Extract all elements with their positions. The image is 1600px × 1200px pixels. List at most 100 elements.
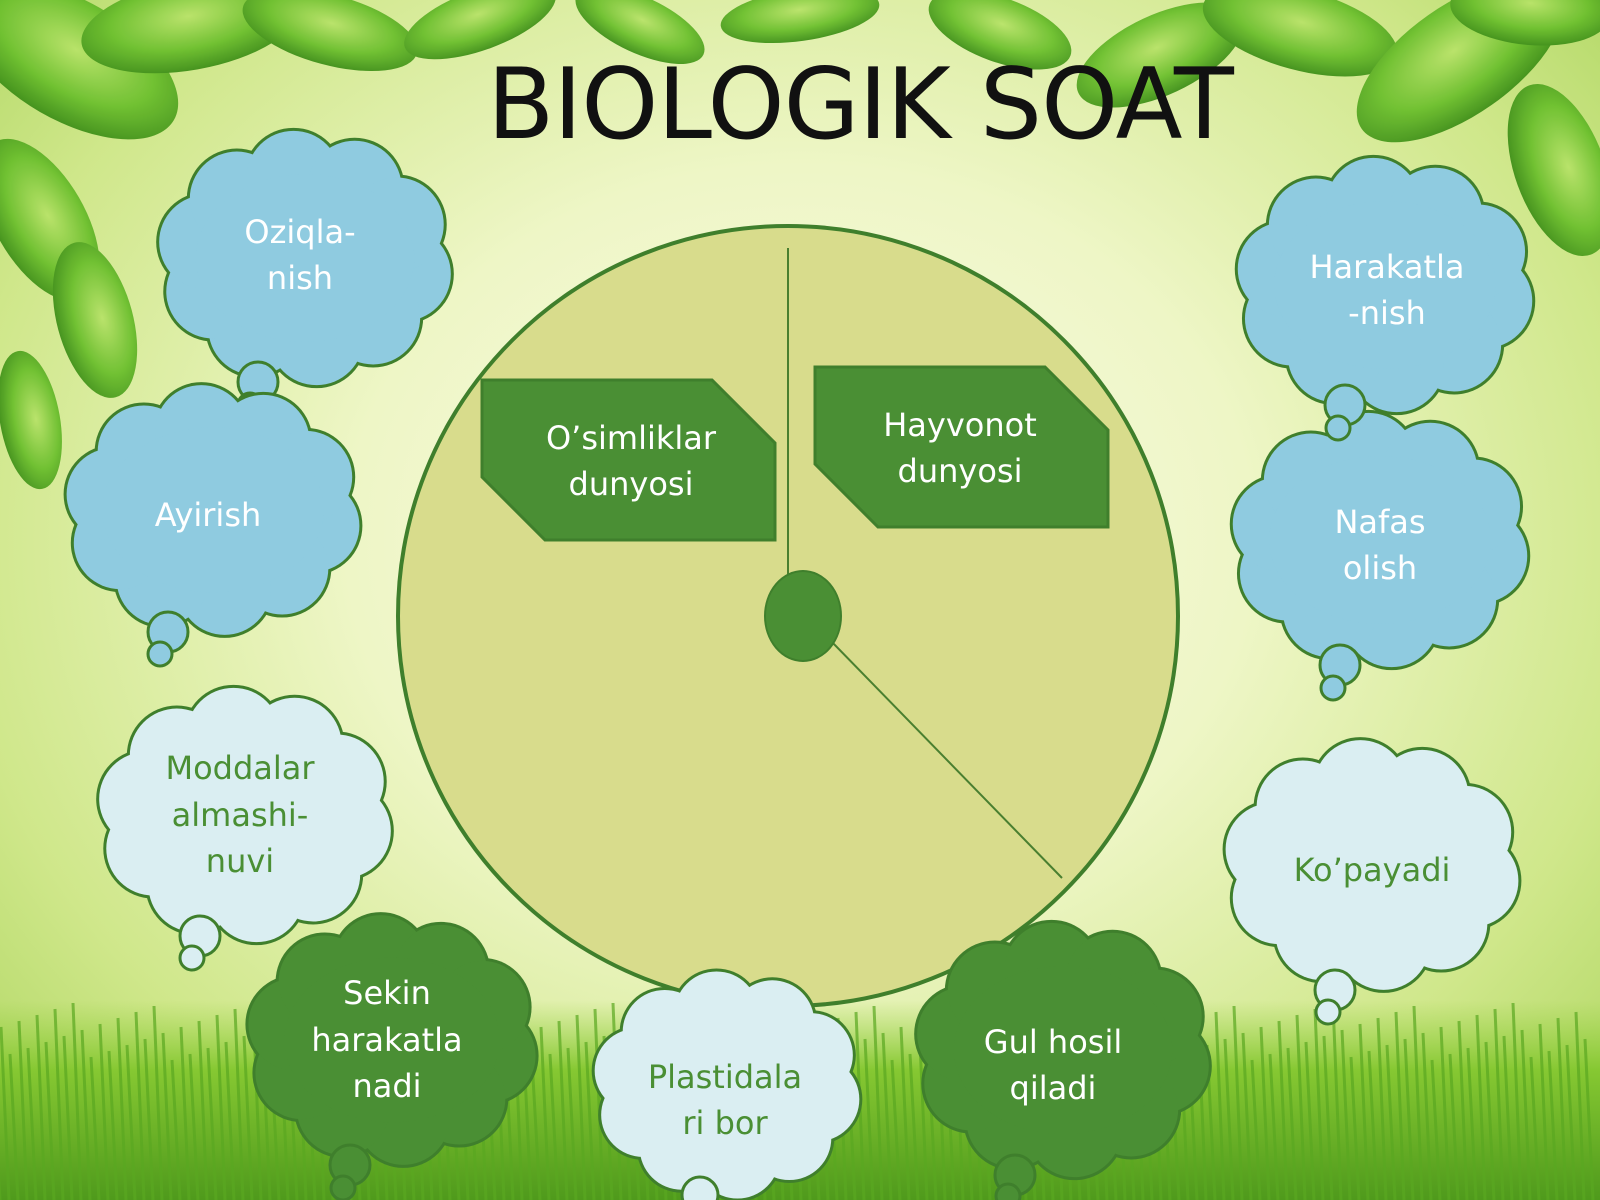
animals-sector-banner bbox=[813, 365, 1110, 529]
cloud-core bbox=[627, 1010, 827, 1160]
grass-blade bbox=[107, 1050, 119, 1200]
grass-blade bbox=[1403, 1038, 1415, 1200]
animals-sector-label: Hayvonot dunyosi bbox=[883, 405, 1037, 490]
cloud-kopayadi bbox=[1222, 737, 1522, 1026]
grass-blade bbox=[17, 1020, 29, 1200]
grass-blade bbox=[1448, 1053, 1460, 1200]
cloud-oziqlanish-label: Oziqla- nish bbox=[244, 212, 356, 297]
grass-blade bbox=[1268, 1053, 1280, 1200]
clock-hand-diagonal bbox=[829, 639, 1063, 879]
cloud-tail-bubble bbox=[680, 1175, 720, 1200]
grass-blade bbox=[881, 1032, 893, 1200]
grass-blade bbox=[1538, 1023, 1550, 1200]
cloud-tail-bubble bbox=[994, 1182, 1022, 1200]
grass-blade bbox=[134, 1011, 146, 1200]
grass-blade bbox=[1313, 1008, 1325, 1200]
grass-blade bbox=[1385, 1044, 1397, 1200]
grass-blade bbox=[116, 1017, 128, 1200]
grass-blade bbox=[1430, 1059, 1442, 1200]
plants-sector-banner bbox=[480, 378, 777, 542]
cloud-tail-bubble bbox=[1319, 674, 1347, 702]
grass-blade bbox=[890, 1059, 902, 1200]
grass-blade bbox=[188, 1053, 200, 1200]
grass-blade bbox=[1484, 1041, 1496, 1200]
grass-blade bbox=[1502, 1035, 1514, 1200]
grass-blade bbox=[170, 1059, 182, 1200]
grass-blade bbox=[1457, 1020, 1469, 1200]
grass-blade bbox=[1412, 1005, 1424, 1200]
grass-blade bbox=[1340, 1029, 1352, 1200]
grass-blade bbox=[908, 1053, 920, 1200]
cloud-core bbox=[1269, 456, 1491, 624]
grass-blade bbox=[584, 1041, 596, 1200]
grass-blade bbox=[530, 1059, 542, 1200]
grass-blade bbox=[26, 1047, 38, 1200]
cloud-harakatlanish-label: Harakatla -nish bbox=[1309, 247, 1465, 332]
cloud-gul-label: Gul hosil qiladi bbox=[983, 1022, 1123, 1107]
grass-blade bbox=[593, 1008, 605, 1200]
thought-clouds bbox=[63, 127, 1536, 1200]
grass-blade bbox=[1241, 1032, 1253, 1200]
grass-blade bbox=[53, 1008, 65, 1200]
grass-blade bbox=[1277, 1020, 1289, 1200]
cloud-ayirish bbox=[63, 382, 363, 668]
cloud-harakatlanish bbox=[1234, 154, 1536, 442]
grass-blade bbox=[1565, 1044, 1577, 1200]
grass-blade bbox=[1583, 1038, 1595, 1200]
slide-title: BIOLOGIK SOAT bbox=[487, 48, 1234, 162]
grass-blade bbox=[71, 1002, 83, 1200]
grass-blade bbox=[152, 1005, 164, 1200]
cloud-kopayadi-label: Ko’payadi bbox=[1293, 850, 1451, 889]
grass-blade bbox=[1511, 1002, 1523, 1200]
grass-blade bbox=[161, 1032, 173, 1200]
grass-blade bbox=[1421, 1032, 1433, 1200]
grass-blade bbox=[44, 1041, 56, 1200]
grass-blade bbox=[1286, 1047, 1298, 1200]
grass-blade bbox=[0, 1026, 11, 1200]
clock-center bbox=[764, 570, 842, 662]
cloud-core bbox=[1274, 201, 1496, 369]
grass-blade bbox=[1520, 1029, 1532, 1200]
cloud-moddalar bbox=[96, 684, 394, 972]
grass-blade bbox=[35, 1014, 47, 1200]
grass-blade bbox=[1493, 1008, 1505, 1200]
grass-blade bbox=[1394, 1011, 1406, 1200]
grass-blade bbox=[1466, 1047, 1478, 1200]
grass-blade bbox=[197, 1020, 209, 1200]
cloud-core bbox=[953, 966, 1173, 1134]
leaf-decoration bbox=[0, 0, 1600, 490]
grass-blade bbox=[1574, 1011, 1586, 1200]
grass-blade bbox=[539, 1026, 551, 1200]
grass-blade bbox=[143, 1038, 155, 1200]
cloud-nafas-label: Nafas olish bbox=[1334, 502, 1426, 587]
grass-blade bbox=[575, 1014, 587, 1200]
grass-blade bbox=[1349, 1056, 1361, 1200]
cloud-sekin bbox=[245, 912, 539, 1200]
cloud-core bbox=[1261, 782, 1483, 948]
grass-blade bbox=[863, 1038, 875, 1200]
grass-blade bbox=[1295, 1014, 1307, 1200]
cloud-core bbox=[135, 731, 355, 899]
grass-blade bbox=[62, 1035, 74, 1200]
grass-blade bbox=[1322, 1035, 1334, 1200]
cloud-sekin-label: Sekin harakatla nadi bbox=[311, 974, 463, 1106]
grass-blade bbox=[89, 1056, 101, 1200]
grass-blade bbox=[215, 1014, 227, 1200]
grass-blade bbox=[242, 1035, 254, 1200]
cloud-tail-bubble bbox=[1314, 998, 1342, 1026]
grass-blade bbox=[1232, 1005, 1244, 1200]
cloud-ayirish-label: Ayirish bbox=[154, 495, 262, 534]
cloud-plastidalar-label: Plastidala ri bor bbox=[647, 1057, 803, 1142]
grass-blade bbox=[125, 1044, 137, 1200]
cloud-plastidalar bbox=[591, 968, 863, 1200]
grass-blade bbox=[1529, 1056, 1541, 1200]
grass-blade bbox=[1304, 1041, 1316, 1200]
grass-blade bbox=[179, 1026, 191, 1200]
grass-blade bbox=[1250, 1059, 1262, 1200]
grass-blade bbox=[80, 1029, 92, 1200]
cloud-moddalar-label: Moddalar almashi- nuvi bbox=[165, 749, 315, 881]
clock-diagram bbox=[396, 224, 1180, 1008]
grass-blade bbox=[98, 1023, 110, 1200]
cloud-core bbox=[102, 427, 324, 593]
